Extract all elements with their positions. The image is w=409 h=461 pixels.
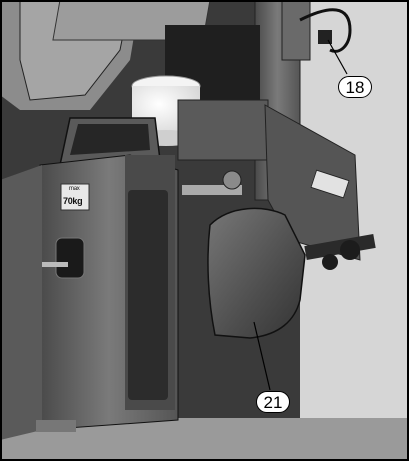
arm-knob-2: [322, 254, 338, 270]
warning-sticker: [310, 169, 350, 199]
weight-plate-max-label: max: [69, 186, 80, 192]
column-head: [281, 0, 311, 61]
callout-18: 18: [338, 76, 372, 98]
air-hose: [299, 8, 352, 53]
base-tab-left: [36, 420, 76, 432]
cabinet-dark-panel: [128, 190, 168, 400]
weight-plate-value: 70kg: [63, 196, 83, 206]
threaded-rod: [182, 185, 242, 195]
cabinet-left-side: [0, 165, 42, 440]
bead-breaker-paddle: [207, 207, 306, 339]
rod-knob: [222, 170, 242, 190]
callout-21: 21: [256, 391, 290, 413]
callout-18-leader: [327, 39, 348, 75]
weight-plate: [60, 183, 90, 211]
arm-knob: [340, 240, 360, 260]
handle-slot: [55, 237, 85, 279]
bead-breaker-arm: [304, 234, 376, 260]
callout-21-leader: [253, 321, 271, 391]
horizontal-beam: [177, 99, 269, 161]
lever-pin: [42, 262, 68, 267]
valve-knob: [318, 30, 332, 44]
accessory-tray-inner: [70, 124, 150, 155]
